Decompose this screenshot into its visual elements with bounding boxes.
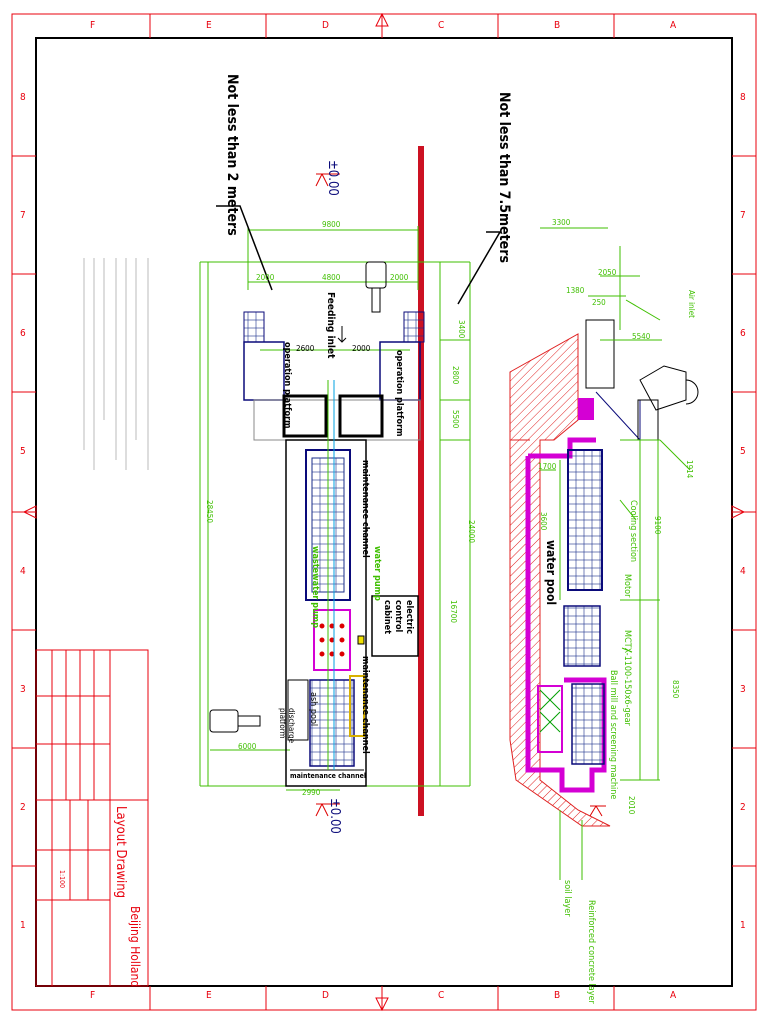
dim-2050: 2050	[598, 268, 617, 277]
dim-1380: 1380	[566, 286, 585, 295]
air-inlet-label: Air inlet	[687, 290, 696, 318]
grid-col-c-top: C	[438, 20, 445, 31]
maintenance-channel-label: maintenance channel	[360, 460, 370, 558]
section-view	[509, 227, 699, 880]
dim-2800: 2800	[451, 366, 460, 385]
grid-row-7-left: 7	[20, 210, 26, 221]
ball-mill-label: Ball mill and screening machine	[608, 670, 618, 800]
grid-row-2-right: 2	[740, 802, 746, 813]
grid-row-3-left: 3	[20, 684, 26, 695]
grid-col-e-bottom: E	[206, 990, 212, 1001]
grid-col-b-bottom: B	[554, 990, 561, 1001]
grid-col-a-bottom: A	[670, 990, 677, 1001]
grid-row-4-left: 4	[20, 566, 26, 577]
wastewater-pump-label: wastewater pump	[310, 546, 320, 629]
dim-2600: 2600	[296, 344, 315, 353]
maintenance-channel-2-label: maintenance channel	[360, 656, 370, 754]
reinforced-concrete-label: Reinforced concrete layer	[586, 900, 596, 1004]
dim-4800: 4800	[322, 273, 341, 282]
plan-view	[199, 173, 471, 817]
grid-row-6-left: 6	[20, 328, 26, 339]
level-top-label: ±0.00	[325, 160, 340, 196]
grid-row-5-right: 5	[740, 446, 746, 457]
grid-col-d-bottom: D	[322, 990, 329, 1001]
dim-2990: 2990	[302, 788, 321, 797]
grid-row-6-right: 6	[740, 328, 746, 339]
title-block-company: Beijing Holland	[128, 906, 142, 988]
grid-col-c-bottom: C	[438, 990, 445, 1001]
dim-8350: 8350	[671, 680, 680, 699]
dim-1914: 1914	[685, 460, 694, 479]
grid-row-1-left: 1	[20, 920, 26, 931]
operation-platform-right-label: operation platform	[394, 350, 404, 437]
motor-label: Motor	[622, 574, 632, 598]
water-pool-label: water pool	[544, 540, 558, 606]
dim-9100: 9100	[653, 516, 662, 535]
discharge-platform-label: discharge platform	[278, 708, 296, 744]
dim-3300: 3300	[552, 218, 571, 227]
grid-row-3-right: 3	[740, 684, 746, 695]
dim-9800: 9800	[322, 220, 341, 229]
dim-5500: 5500	[451, 410, 460, 429]
dim-24000: 24000	[467, 520, 476, 543]
grid-col-f-top: F	[90, 20, 96, 31]
centering-marks	[22, 12, 746, 1012]
dim-2010: 2010	[627, 796, 636, 815]
soil-layer-label: soil layer	[562, 880, 572, 917]
grid-row-4-right: 4	[740, 566, 746, 577]
title-block	[35, 649, 149, 987]
grid-col-e-top: E	[206, 20, 212, 31]
grid-row-1-right: 1	[740, 920, 746, 931]
ash-pool-label: ash pool	[308, 692, 318, 727]
grid-col-f-bottom: F	[90, 990, 96, 1001]
boundary-wall	[418, 146, 424, 816]
dim-16700: 16700	[449, 600, 458, 623]
grid-row-8-left: 8	[20, 92, 26, 103]
model-label: MCTX-1100-150x6-gear	[622, 630, 632, 726]
dim-5540: 5540	[632, 332, 651, 341]
dim-3600: 3600	[539, 512, 548, 531]
grid-row-7-right: 7	[740, 210, 746, 221]
feeding-inlet-label: Feeding inlet	[325, 292, 336, 359]
grid-row-2-left: 2	[20, 802, 26, 813]
grid-col-b-top: B	[554, 20, 561, 31]
dim-250: 250	[592, 298, 606, 307]
dim-1700: 1700	[538, 462, 557, 471]
title-block-project-title: Layout Drawing	[113, 806, 128, 899]
dim-2000-b: 2000	[390, 273, 409, 282]
grid-col-a-top: A	[670, 20, 677, 31]
dim-6000: 6000	[238, 742, 257, 751]
clearance-2m-label: Not less than 2 meters	[224, 74, 240, 236]
cooling-section-label: Cooling section	[628, 500, 638, 563]
leader-lines	[216, 205, 502, 305]
grid-row-5-left: 5	[20, 446, 26, 457]
notes-block	[83, 258, 149, 470]
dim-2000-c: 2000	[352, 344, 371, 353]
dim-28450: 28450	[205, 500, 214, 523]
dim-2000-a: 2000	[256, 273, 275, 282]
electric-cabinet-label: electric control cabinet	[382, 600, 414, 634]
grid-col-d-top: D	[322, 20, 329, 31]
operation-platform-left-label: operation platform	[282, 342, 292, 429]
clearance-7_5m-label: Not less than 7.5meters	[496, 92, 512, 263]
level-bottom-label: ±0.00	[327, 798, 342, 834]
grid-row-8-right: 8	[740, 92, 746, 103]
maintenance-channel-bottom-label: maintenance channel	[290, 772, 367, 780]
title-block-scale: 1:100	[58, 870, 66, 889]
dim-3400: 3400	[457, 320, 466, 339]
water-pump-label: water pump	[372, 546, 382, 601]
